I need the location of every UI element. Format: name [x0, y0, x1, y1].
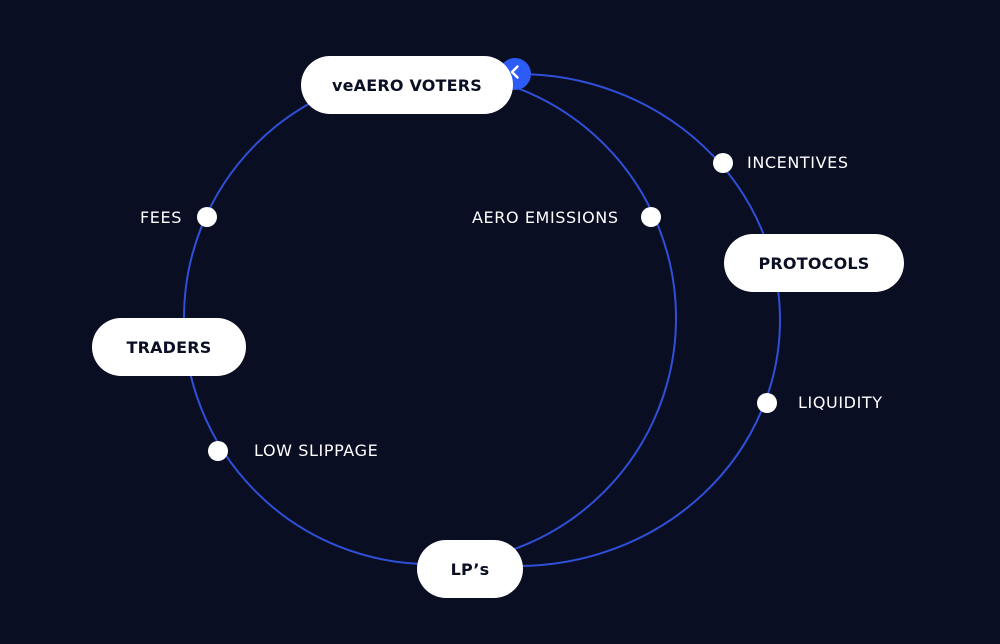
flow-dot-fees — [197, 207, 217, 227]
flow-label-low-slippage: LOW SLIPPAGE — [254, 441, 379, 460]
protocol-cycle-arc — [517, 73, 781, 567]
flow-label-fees: FEES — [140, 208, 182, 227]
flow-dot-low-slippage — [208, 441, 228, 461]
flow-dot-aero-emissions — [641, 207, 661, 227]
node-veaero-voters: veAERO VOTERS — [301, 56, 513, 114]
node-protocols: PROTOCOLS — [724, 234, 904, 292]
chevron-left-icon — [507, 64, 523, 84]
flow-label-aero-emissions: AERO EMISSIONS — [472, 208, 619, 227]
node-traders: TRADERS — [92, 318, 246, 376]
flow-dot-incentives — [713, 153, 733, 173]
flow-label-liquidity: LIQUIDITY — [798, 393, 883, 412]
flow-dot-liquidity — [757, 393, 777, 413]
flow-label-incentives: INCENTIVES — [747, 153, 849, 172]
main-cycle-ring — [183, 71, 677, 565]
node-lps: LP’s — [417, 540, 523, 598]
